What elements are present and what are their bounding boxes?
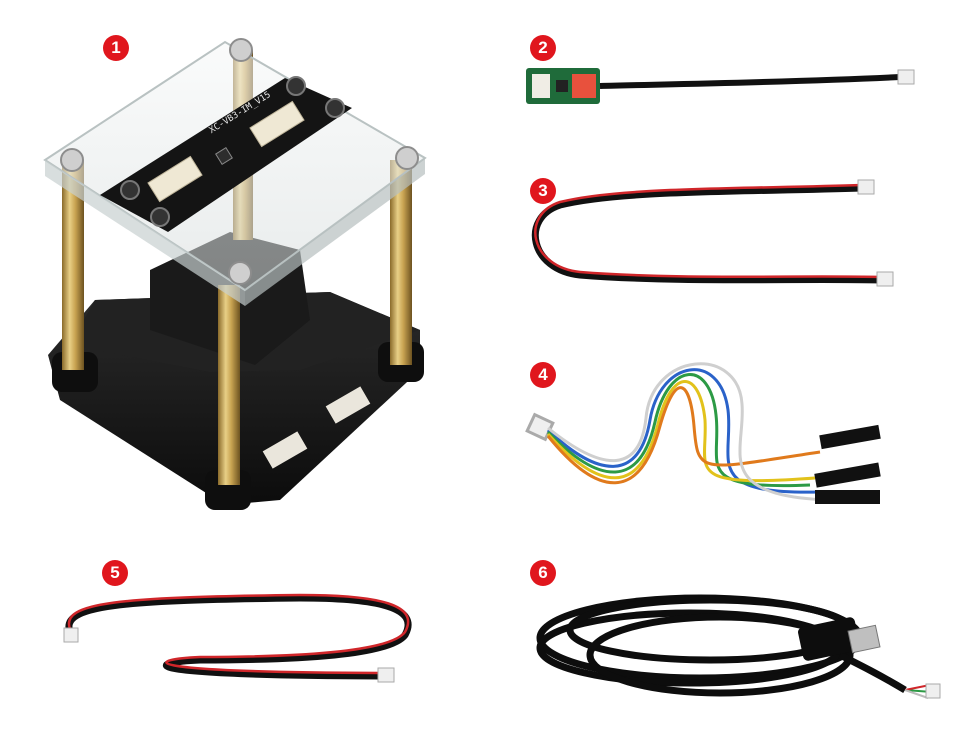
brass-standoff xyxy=(218,285,240,485)
small-adapter-board-with-cable xyxy=(526,68,915,104)
item-badge-1: 1 xyxy=(103,35,129,61)
port-right xyxy=(325,386,371,424)
acrylic-edge xyxy=(45,160,245,306)
item-badge-5: 5 xyxy=(102,560,128,586)
sensor-stack-assembly xyxy=(43,38,427,510)
pcb-mount-hole xyxy=(325,98,345,118)
cable-plug xyxy=(897,69,915,85)
cable-plug xyxy=(377,667,395,683)
multicolor-jumper-cable xyxy=(525,362,881,504)
adapter-connector xyxy=(532,74,550,98)
wire-yellow xyxy=(546,380,816,483)
adapter-chip xyxy=(556,80,568,92)
pcb-mount-hole xyxy=(286,76,306,96)
screw-head xyxy=(60,148,84,172)
pcb-chip xyxy=(215,147,233,165)
item-badge-2: 2 xyxy=(530,35,556,61)
red-black-4pin-cable xyxy=(531,179,894,287)
wire-white xyxy=(904,689,929,699)
dupont-housing xyxy=(814,462,881,488)
item-badge-6: 6 xyxy=(530,560,556,586)
wire-blue xyxy=(546,368,821,494)
long-red-black-4pin-cable xyxy=(63,593,412,683)
brass-standoff xyxy=(62,160,84,370)
screw-head xyxy=(228,261,252,285)
dupont-housing xyxy=(819,424,881,450)
pcb-connector xyxy=(147,155,203,203)
cable-plug xyxy=(63,627,79,643)
pcb-connector xyxy=(249,100,305,148)
cable-tail xyxy=(838,651,907,694)
cable-body xyxy=(65,594,412,680)
dupont-housing xyxy=(815,490,880,504)
acrylic-edge xyxy=(245,158,425,306)
cable-plug xyxy=(857,179,875,195)
cable-red-stripe xyxy=(534,183,881,279)
pcb-mount-hole xyxy=(150,207,170,227)
screw-head xyxy=(229,38,253,62)
item-badge-4: 4 xyxy=(530,362,556,388)
cable-plug xyxy=(925,683,941,699)
item-badge-3: 3 xyxy=(530,178,556,204)
usb-metal xyxy=(847,624,881,654)
wire-white xyxy=(547,362,831,502)
adapter-cable xyxy=(599,74,901,89)
wire-orange xyxy=(546,386,821,485)
cable-body xyxy=(531,184,881,284)
wire-green xyxy=(546,373,811,488)
cable-coil xyxy=(586,613,854,697)
adapter-connector xyxy=(572,74,596,98)
usb-cable xyxy=(536,594,941,699)
brass-standoff xyxy=(390,160,412,365)
usb-plug xyxy=(798,617,860,661)
screw-head xyxy=(395,146,419,170)
cable-red-stripe xyxy=(67,593,410,675)
pcb-mount-hole xyxy=(120,180,140,200)
cable-plug xyxy=(876,271,894,287)
port-left xyxy=(262,431,308,469)
